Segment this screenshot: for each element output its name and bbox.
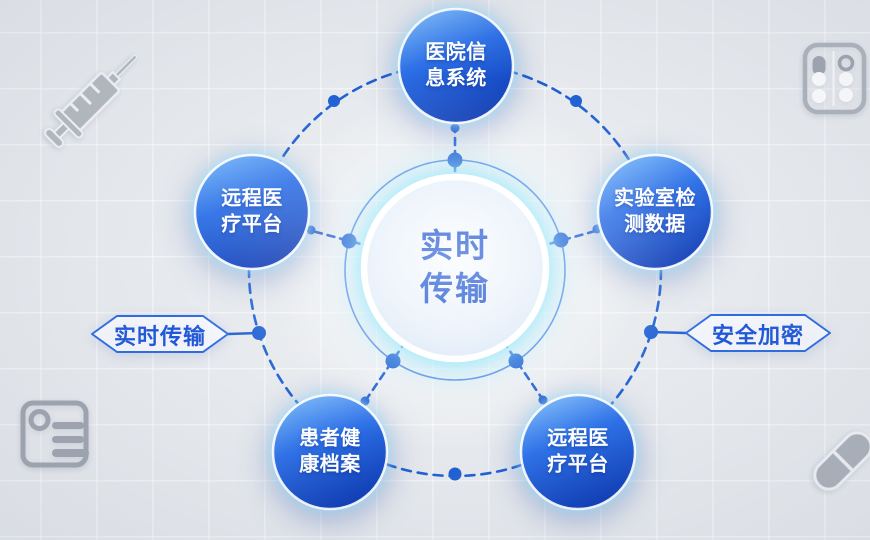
node-circles — [193, 7, 714, 511]
left-label-dot — [252, 326, 266, 340]
center-hub-label-line2: 传输 — [420, 270, 490, 307]
node-label-telemedicine-platform-lower-right: 远程医 疗平台 — [547, 426, 609, 479]
ring-dot-upper-right — [553, 232, 569, 248]
center-hub-label: 实时 传输 — [420, 225, 490, 311]
capsule-icon — [813, 431, 870, 491]
node-label-line: 疗平台 — [221, 214, 283, 236]
ring-dot-top — [447, 152, 463, 168]
syringe-icon — [44, 54, 138, 148]
right-label-dot — [644, 325, 658, 339]
left-side-label: 实时传输 — [113, 324, 207, 349]
node-label-line: 康档案 — [299, 454, 361, 476]
center-hub-label-line1: 实时 — [420, 227, 490, 265]
node-label-hospital-info-system: 医院信 息系统 — [425, 40, 487, 93]
node-label-line: 息系统 — [425, 68, 487, 90]
center-hub-circle — [360, 173, 550, 363]
node-circle-lab-test-data — [596, 153, 714, 271]
node-label-line: 远程医 — [221, 187, 283, 210]
node-label-line: 远程医 — [547, 427, 609, 450]
orbit-dot-bottom — [448, 467, 462, 481]
edge-dot-lower-right — [538, 395, 548, 405]
pill-blister-icon — [802, 42, 867, 115]
node-label-lab-test-data: 实验室检 测数据 — [614, 186, 696, 239]
node-circle-telemedicine-platform-upper-left — [193, 153, 311, 271]
edge-dot-upper-left — [306, 225, 316, 235]
node-label-line: 患者健 — [299, 427, 361, 450]
right-label-pill — [685, 314, 831, 352]
connection-dots — [252, 95, 658, 481]
node-label-line: 实验室检 — [614, 187, 696, 210]
node-circle-hospital-info-system — [397, 7, 515, 125]
left-label-pill — [91, 315, 229, 353]
orbit-dot-upper-left — [328, 95, 340, 107]
node-label-telemedicine-platform-upper-left: 远程医 疗平台 — [221, 186, 283, 239]
edge-dot-lower-left — [360, 396, 370, 406]
right-side-label: 安全加密 — [711, 323, 805, 348]
node-circle-telemedicine-platform-lower-right — [519, 393, 637, 511]
node-label-line: 医院信 — [425, 41, 487, 64]
ring-dot-lower-right — [508, 353, 524, 369]
ring-dot-lower-left — [385, 353, 401, 369]
node-label-line: 疗平台 — [547, 454, 609, 476]
node-circle-patient-health-records — [271, 393, 389, 511]
orbit-dot-upper-right — [570, 95, 582, 107]
node-label-line: 测数据 — [624, 214, 686, 236]
ring-dot-upper-left — [341, 233, 357, 249]
node-label-patient-health-records: 患者健 康档案 — [299, 426, 361, 479]
edge-dot-top — [450, 123, 460, 133]
medical-record-icon — [20, 400, 89, 468]
